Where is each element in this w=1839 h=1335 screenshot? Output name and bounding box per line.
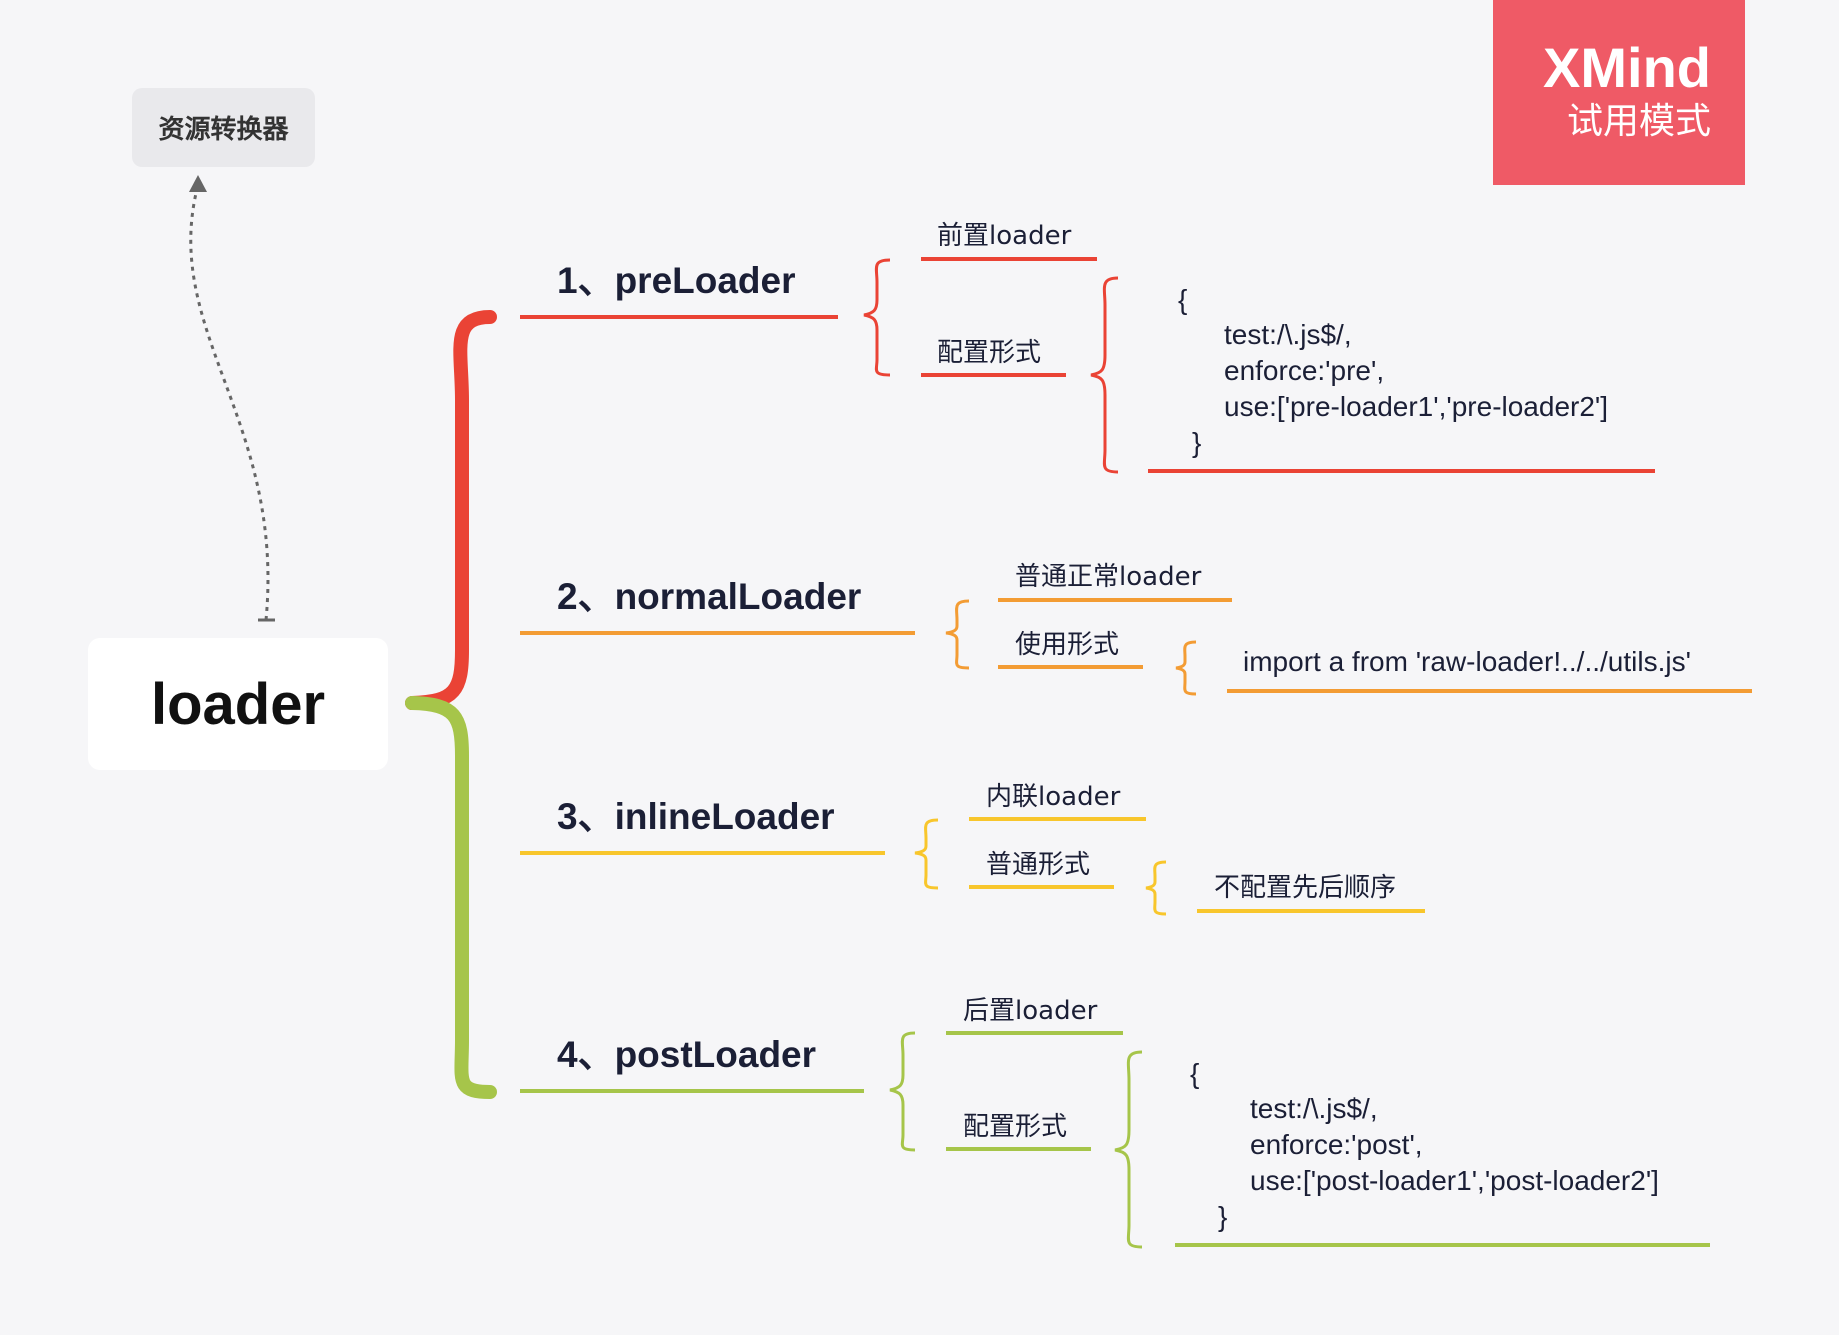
- subtopic-2b[interactable]: 使用形式: [1015, 630, 1120, 660]
- watermark-title: XMind: [1543, 36, 1711, 99]
- subtopic-3a[interactable]: 内联loader: [986, 782, 1121, 812]
- detail-1-line-2: enforce:'pre',: [1224, 355, 1385, 386]
- brace-3b: [1145, 860, 1167, 916]
- central-topic[interactable]: loader: [88, 638, 388, 770]
- main-brace-green: [405, 696, 497, 1099]
- branch-1-label[interactable]: 1、preLoader: [557, 260, 796, 301]
- branch-3-label[interactable]: 3、inlineLoader: [557, 796, 835, 837]
- subtopic-2a[interactable]: 普通正常loader: [1015, 562, 1202, 592]
- arrow-head-icon: [189, 175, 207, 192]
- brace-4b: [1114, 1050, 1143, 1249]
- subtopic-4a[interactable]: 后置loader: [963, 996, 1098, 1026]
- subtopic-4b[interactable]: 配置形式: [963, 1112, 1068, 1142]
- detail-4-line-2: enforce:'post',: [1250, 1129, 1423, 1160]
- subtopic-1a[interactable]: 前置loader: [937, 221, 1072, 251]
- detail-1-open: {: [1178, 284, 1188, 315]
- brace-4a: [889, 1031, 916, 1152]
- detail-3[interactable]: 不配置先后顺序: [1214, 873, 1397, 903]
- detail-4-line-3: use:['post-loader1','post-loader2']: [1250, 1165, 1659, 1196]
- detail-1-close: }: [1192, 427, 1202, 458]
- floating-topic[interactable]: 资源转换器: [132, 88, 315, 167]
- brace-2b: [1175, 640, 1197, 696]
- subtopic-3b[interactable]: 普通形式: [986, 850, 1091, 880]
- branch-2-label[interactable]: 2、normalLoader: [557, 576, 862, 617]
- watermark-subtitle: 试用模式: [1566, 101, 1711, 142]
- subtopic-1b[interactable]: 配置形式: [937, 338, 1042, 368]
- branch-4-label[interactable]: 4、postLoader: [557, 1034, 817, 1075]
- detail-2[interactable]: import a from 'raw-loader!../../utils.js…: [1243, 646, 1691, 677]
- relationship-arrow: [189, 184, 270, 621]
- brace-3a: [914, 818, 939, 890]
- detail-4-line-1: test:/\.js$/,: [1250, 1093, 1378, 1124]
- detail-4-close: }: [1218, 1201, 1228, 1232]
- brace-2a: [945, 599, 970, 670]
- main-brace-red: [405, 310, 497, 710]
- detail-1-line-3: use:['pre-loader1','pre-loader2']: [1224, 391, 1609, 422]
- detail-1-line-1: test:/\.js$/,: [1224, 319, 1352, 350]
- trial-watermark: XMind 试用模式: [1493, 0, 1745, 185]
- brace-1b: [1090, 276, 1119, 474]
- brace-1a: [863, 258, 891, 377]
- detail-4-open: {: [1190, 1058, 1200, 1089]
